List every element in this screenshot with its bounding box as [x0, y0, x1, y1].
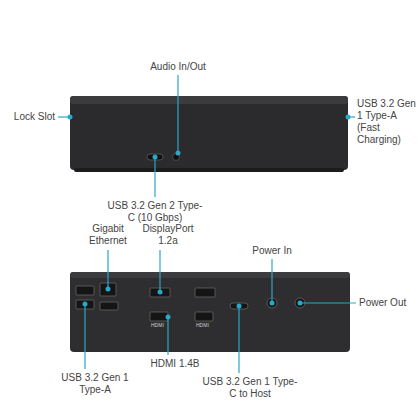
callout-label: Gigabit Ethernet	[82, 223, 134, 247]
callout-label: USB 3.2 Gen 1 Type-A (Fast Charging)	[357, 98, 417, 146]
callout-label: Power In	[242, 245, 302, 257]
dock-back	[70, 272, 350, 352]
callout-label: Audio In/Out	[133, 61, 223, 73]
callout-label: Lock Slot	[3, 111, 55, 123]
callout-label: USB 3.2 Gen 1 Type-A	[55, 372, 135, 396]
callout-label: USB 3.2 Gen 2 Type-C (10 Gbps)	[105, 200, 205, 224]
dock-front	[70, 96, 348, 172]
callout-label: DisplayPort 1.2a	[138, 223, 198, 247]
port-marking: HDMI	[151, 323, 167, 328]
leader-dots	[68, 115, 351, 320]
port-marking: HDMI	[196, 323, 212, 328]
callout-label: HDMI 1.4B	[145, 358, 205, 370]
callout-label: Power Out	[359, 297, 417, 309]
callout-label: USB 3.2 Gen 1 Type-C to Host	[200, 376, 300, 400]
leader-lines	[58, 75, 356, 373]
